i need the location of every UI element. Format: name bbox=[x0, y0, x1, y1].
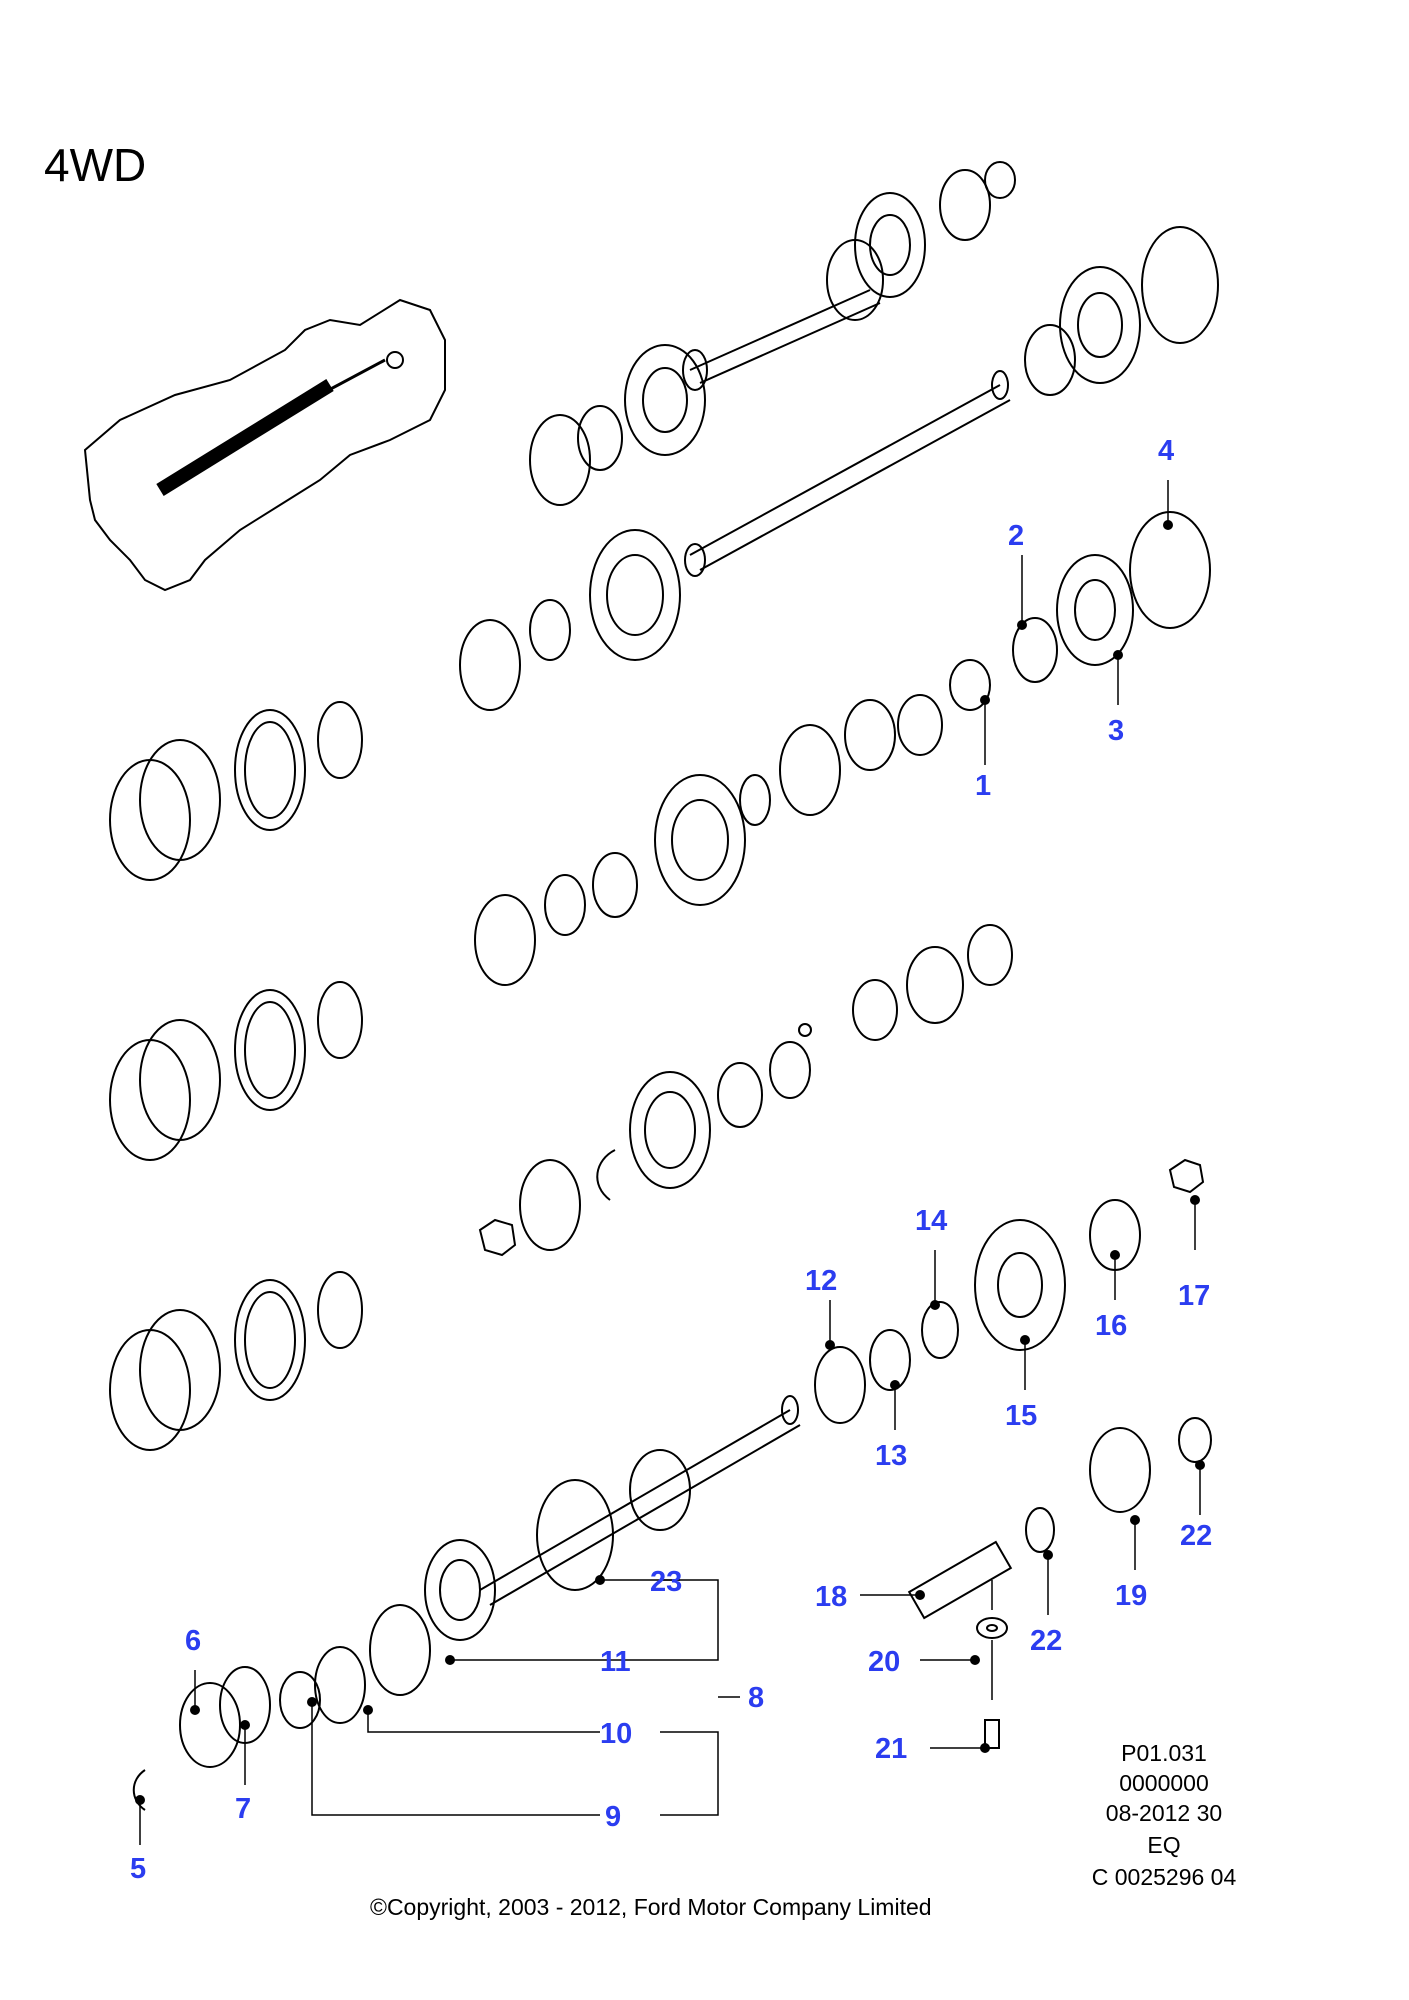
main-shaft bbox=[684, 226, 1219, 577]
callout-18: 18 bbox=[815, 1581, 847, 1613]
callout-10: 10 bbox=[600, 1718, 632, 1750]
synchro-row-1 bbox=[109, 701, 363, 881]
callout-22b: 22 bbox=[1180, 1520, 1212, 1552]
gear-row-2 bbox=[474, 694, 943, 986]
diagram-title: 4WD bbox=[44, 139, 147, 191]
callout-14: 14 bbox=[915, 1205, 947, 1237]
callout-8: 8 bbox=[748, 1682, 764, 1714]
copyright-notice: ©Copyright, 2003 - 2012, Ford Motor Comp… bbox=[370, 1894, 932, 1920]
callout-19: 19 bbox=[1115, 1580, 1147, 1612]
gear-row-3 bbox=[478, 924, 1013, 1257]
reference-line-5: C 0025296 04 bbox=[1091, 1864, 1237, 1890]
callout-labels: 1 2 3 4 5 6 7 8 9 10 11 12 13 14 15 16 1… bbox=[130, 435, 1212, 1885]
callout-5: 5 bbox=[130, 1853, 146, 1885]
callout-6: 6 bbox=[185, 1625, 201, 1657]
callout-11: 11 bbox=[600, 1646, 631, 1678]
callout-13: 13 bbox=[875, 1440, 907, 1472]
callout-15: 15 bbox=[1005, 1400, 1037, 1432]
reference-line-1: P01.031 bbox=[1121, 1740, 1207, 1766]
callout-17: 17 bbox=[1178, 1280, 1210, 1312]
callout-4: 4 bbox=[1158, 435, 1174, 467]
reference-line-2: 0000000 bbox=[1119, 1770, 1209, 1796]
callout-dots bbox=[135, 520, 1205, 1805]
synchro-row-3 bbox=[109, 1271, 363, 1451]
reference-line-3: 08-2012 30 bbox=[1105, 1800, 1223, 1826]
reference-line-4: EQ bbox=[1147, 1832, 1181, 1858]
synchro-row-2 bbox=[109, 981, 363, 1161]
callout-2: 2 bbox=[1008, 520, 1024, 552]
callout-leaders bbox=[139, 480, 1201, 1845]
input-shaft-group bbox=[529, 161, 1016, 506]
transmission-housing-outline bbox=[83, 298, 446, 592]
callout-21: 21 bbox=[875, 1733, 907, 1765]
callout-1: 1 bbox=[975, 770, 991, 802]
callout-3: 3 bbox=[1108, 715, 1124, 747]
callout-12: 12 bbox=[805, 1265, 837, 1297]
callout-16: 16 bbox=[1095, 1310, 1127, 1342]
reverse-idler-assembly bbox=[907, 1417, 1212, 1749]
gear-row-1 bbox=[459, 511, 1211, 711]
callout-20: 20 bbox=[868, 1646, 900, 1678]
countershaft-assembly bbox=[132, 1158, 1205, 1811]
callout-7: 7 bbox=[235, 1793, 251, 1825]
callout-22a: 22 bbox=[1030, 1625, 1062, 1657]
callout-9: 9 bbox=[605, 1801, 621, 1833]
callout-23: 23 bbox=[650, 1566, 682, 1598]
